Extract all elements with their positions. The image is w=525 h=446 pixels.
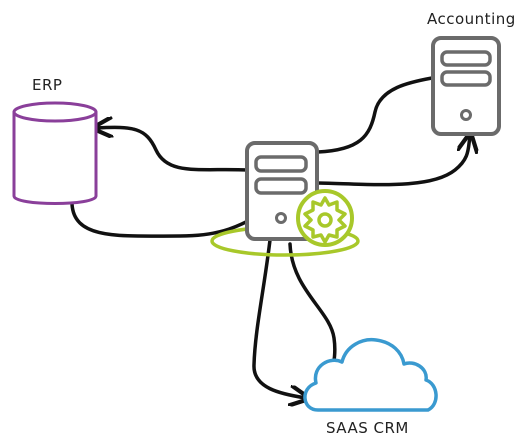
crm-label: SAAS CRM (326, 419, 409, 437)
gear-badge-icon (296, 189, 354, 247)
edge-accounting-to-hub (316, 76, 434, 154)
edge-hub-to-accounting (316, 136, 470, 187)
erp-database-icon (12, 101, 98, 205)
crm-cloud-icon (303, 337, 438, 412)
erp-label: ERP (32, 76, 63, 94)
edge-hub-to-erp (96, 127, 250, 172)
edge-crm-to-hub (288, 242, 337, 374)
edge-hub-to-crm (252, 238, 306, 398)
accounting-label: Accounting (427, 10, 516, 28)
accounting-server-icon (431, 36, 501, 136)
edge-erp-to-hub (70, 202, 252, 238)
